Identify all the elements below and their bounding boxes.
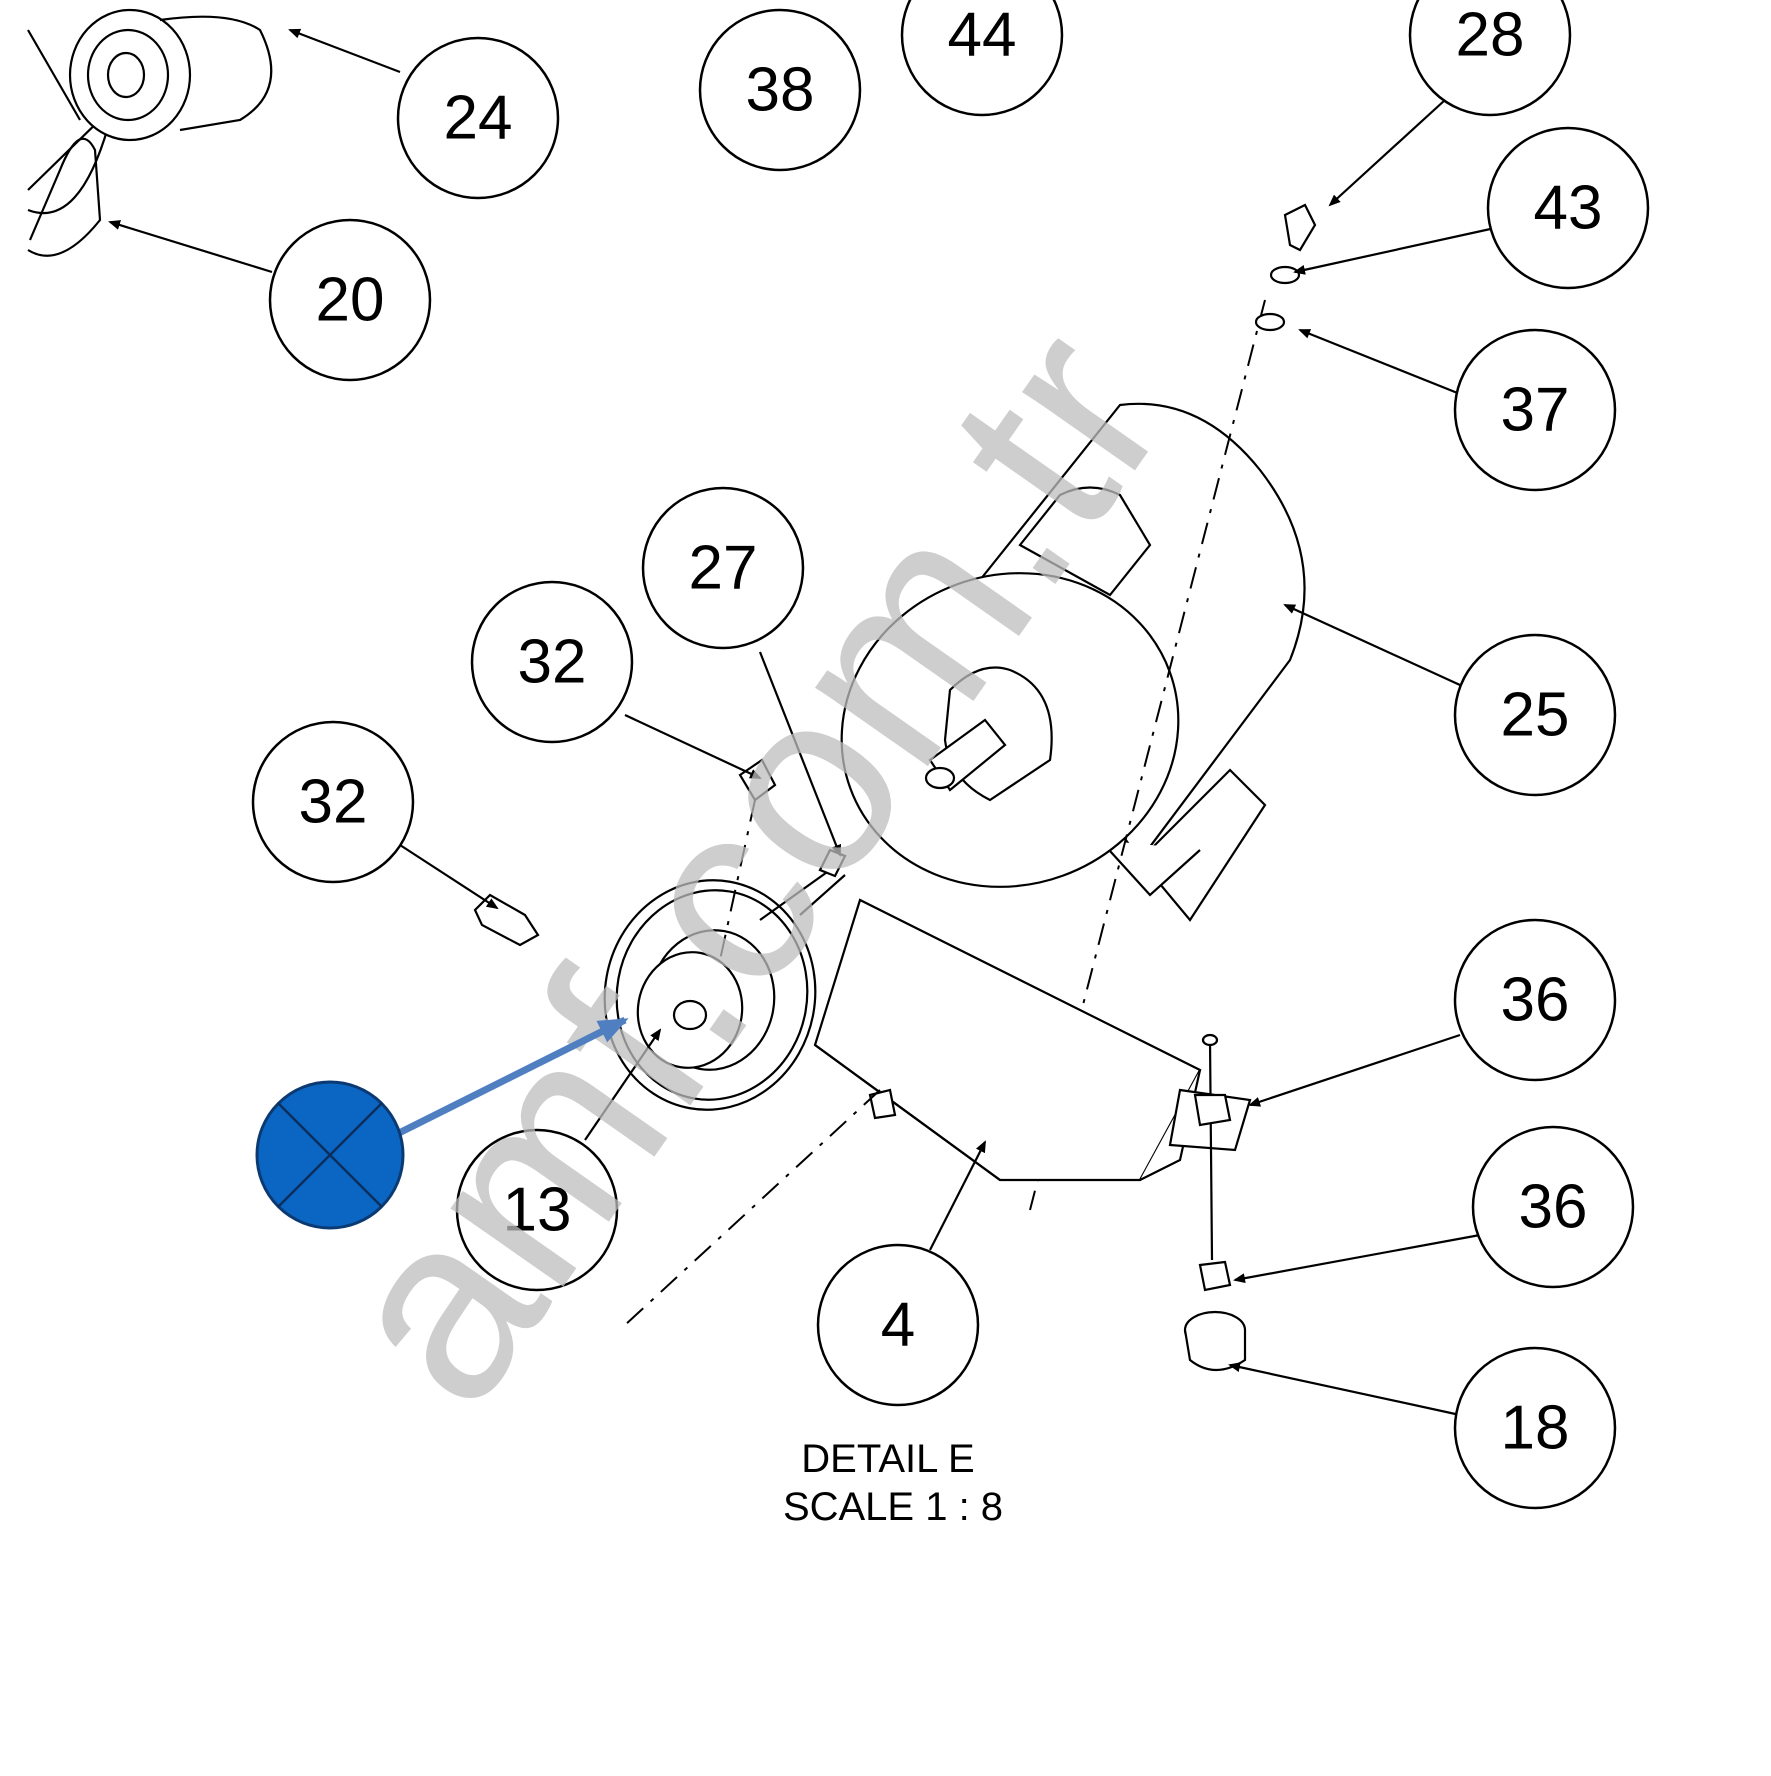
svg-text:18: 18 <box>1501 1394 1570 1463</box>
balloon-38: 38 <box>698 8 862 172</box>
balloon-37: 37 <box>1453 328 1617 492</box>
svg-text:25: 25 <box>1501 681 1570 750</box>
balloon-24: 24 <box>396 36 560 200</box>
svg-text:36: 36 <box>1501 966 1570 1035</box>
svg-text:36: 36 <box>1519 1173 1588 1242</box>
svg-text:37: 37 <box>1501 376 1570 445</box>
motor-25 <box>840 299 1306 1211</box>
pulley-13 <box>603 869 846 1111</box>
balloon-4: 4 <box>816 1243 980 1407</box>
detail-caption: DETAIL E <box>801 1437 974 1481</box>
svg-text:38: 38 <box>746 56 815 125</box>
svg-text:13: 13 <box>503 1176 572 1245</box>
stud-36-stack <box>1183 1033 1247 1372</box>
svg-text:27: 27 <box>689 534 758 603</box>
svg-text:32: 32 <box>518 628 587 697</box>
pulley-24-fragment <box>27 8 273 257</box>
balloon-43: 43 <box>1486 126 1650 290</box>
scale-caption: SCALE 1 : 8 <box>783 1485 1003 1529</box>
balloon-13: 13 <box>455 1128 619 1292</box>
svg-text:43: 43 <box>1534 174 1603 243</box>
balloon-36-upper: 36 <box>1453 918 1617 1082</box>
balloon-32-upper: 32 <box>470 580 634 744</box>
balloon-25: 25 <box>1453 633 1617 797</box>
pointer-arrow <box>393 1016 629 1139</box>
bracket-4 <box>624 898 1252 1326</box>
svg-text:44: 44 <box>948 1 1017 70</box>
balloon-36-lower: 36 <box>1471 1125 1635 1289</box>
svg-text:20: 20 <box>316 266 385 335</box>
balloon-27: 27 <box>641 486 805 650</box>
svg-text:32: 32 <box>299 768 368 837</box>
balloon-20: 20 <box>268 218 432 382</box>
bolt-28-stack <box>1254 203 1317 332</box>
svg-text:24: 24 <box>444 84 513 153</box>
svg-text:4: 4 <box>881 1291 915 1360</box>
leader-lines <box>108 28 1496 1417</box>
balloon-32-lower: 32 <box>251 720 415 884</box>
svg-text:28: 28 <box>1456 1 1525 70</box>
bolt-32-upper <box>719 758 777 961</box>
balloon-44: 44 <box>900 0 1064 117</box>
balloon-18: 18 <box>1453 1346 1617 1510</box>
balloon-28: 28 <box>1408 0 1572 117</box>
marker-crossed-circle[interactable] <box>255 1080 405 1230</box>
